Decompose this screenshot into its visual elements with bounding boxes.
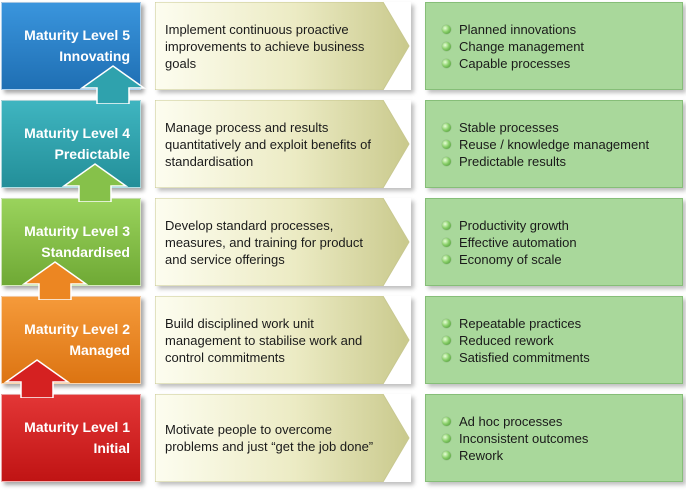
bullet-icon xyxy=(442,335,451,345)
result-item: Effective automation xyxy=(442,234,577,251)
level-1-name: Initial xyxy=(93,440,130,456)
result-item: Capable processes xyxy=(442,55,584,72)
chevron-arrow-shape xyxy=(155,296,410,384)
level-3-description: Develop standard processes, measures, an… xyxy=(165,217,363,267)
bullet-icon xyxy=(442,352,451,362)
bullet-icon xyxy=(442,220,451,230)
level-1-description: Motivate people to overcome problems and… xyxy=(165,422,374,454)
level-1-title: Maturity Level 1 xyxy=(24,419,130,435)
level-4-title: Maturity Level 4 xyxy=(24,125,130,141)
level-5-box: Maturity Level 5 Innovating xyxy=(1,2,141,90)
bullet-icon xyxy=(442,318,451,328)
bullet-icon xyxy=(442,156,451,166)
level-4-description: Manage process and results quantitativel… xyxy=(165,119,371,169)
up-arrow-icon xyxy=(79,65,147,104)
maturity-row-level-1: Maturity Level 1 Initial Motivate people… xyxy=(0,394,686,484)
level-1-description-arrow: Motivate people to overcome problems and… xyxy=(155,394,411,482)
up-arrow-icon xyxy=(61,163,129,202)
level-3-results: Productivity growth Effective automation… xyxy=(425,198,683,286)
level-3-box: Maturity Level 3 Standardised xyxy=(1,198,141,286)
level-5-title: Maturity Level 5 xyxy=(24,27,130,43)
chevron-arrow-shape xyxy=(155,198,410,286)
result-item: Planned innovations xyxy=(442,21,584,38)
bullet-icon xyxy=(442,416,451,426)
up-arrow-icon xyxy=(21,261,89,300)
chevron-arrow-shape xyxy=(155,394,410,482)
result-item: Ad hoc processes xyxy=(442,413,588,430)
chevron-arrow-shape xyxy=(155,2,410,90)
maturity-row-level-2: Maturity Level 2 Managed Build disciplin… xyxy=(0,296,686,386)
result-item: Inconsistent outcomes xyxy=(442,430,588,447)
maturity-row-level-3: Maturity Level 3 Standardised Develop st… xyxy=(0,198,686,288)
level-4-name: Predictable xyxy=(54,146,130,162)
level-2-title: Maturity Level 2 xyxy=(24,321,130,337)
result-item: Repeatable practices xyxy=(442,315,590,332)
result-item: Change management xyxy=(442,38,584,55)
result-item: Satisfied commitments xyxy=(442,349,590,366)
level-5-results: Planned innovations Change management Ca… xyxy=(425,2,683,90)
result-item: Reduced rework xyxy=(442,332,590,349)
up-arrow-icon xyxy=(3,359,71,398)
chevron-arrow-shape xyxy=(155,100,410,188)
level-4-description-arrow: Manage process and results quantitativel… xyxy=(155,100,411,188)
level-2-description-arrow: Build disciplined work unit management t… xyxy=(155,296,411,384)
level-2-description: Build disciplined work unit management t… xyxy=(165,315,363,365)
level-5-name: Innovating xyxy=(59,48,130,64)
result-item: Economy of scale xyxy=(442,251,577,268)
result-item: Reuse / knowledge management xyxy=(442,136,649,153)
bullet-icon xyxy=(442,122,451,132)
result-item: Stable processes xyxy=(442,119,649,136)
maturity-row-level-5: Maturity Level 5 Innovating Implement co… xyxy=(0,2,686,92)
level-1-results: Ad hoc processes Inconsistent outcomes R… xyxy=(425,394,683,482)
bullet-icon xyxy=(442,41,451,51)
bullet-icon xyxy=(442,58,451,68)
bullet-icon xyxy=(442,237,451,247)
maturity-row-level-4: Maturity Level 4 Predictable Manage proc… xyxy=(0,100,686,190)
level-2-results: Repeatable practices Reduced rework Sati… xyxy=(425,296,683,384)
level-4-box: Maturity Level 4 Predictable xyxy=(1,100,141,188)
result-item: Productivity growth xyxy=(442,217,577,234)
bullet-icon xyxy=(442,254,451,264)
level-3-description-arrow: Develop standard processes, measures, an… xyxy=(155,198,411,286)
level-5-description-arrow: Implement continuous proactive improveme… xyxy=(155,2,411,90)
level-3-title: Maturity Level 3 xyxy=(24,223,130,239)
level-3-name: Standardised xyxy=(41,244,130,260)
level-5-description: Implement continuous proactive improveme… xyxy=(165,21,365,71)
bullet-icon xyxy=(442,139,451,149)
result-item: Rework xyxy=(442,447,588,464)
bullet-icon xyxy=(442,433,451,443)
result-item: Predictable results xyxy=(442,153,649,170)
bullet-icon xyxy=(442,450,451,460)
bullet-icon xyxy=(442,24,451,34)
level-1-box: Maturity Level 1 Initial xyxy=(1,394,141,482)
level-2-name: Managed xyxy=(69,342,130,358)
level-4-results: Stable processes Reuse / knowledge manag… xyxy=(425,100,683,188)
